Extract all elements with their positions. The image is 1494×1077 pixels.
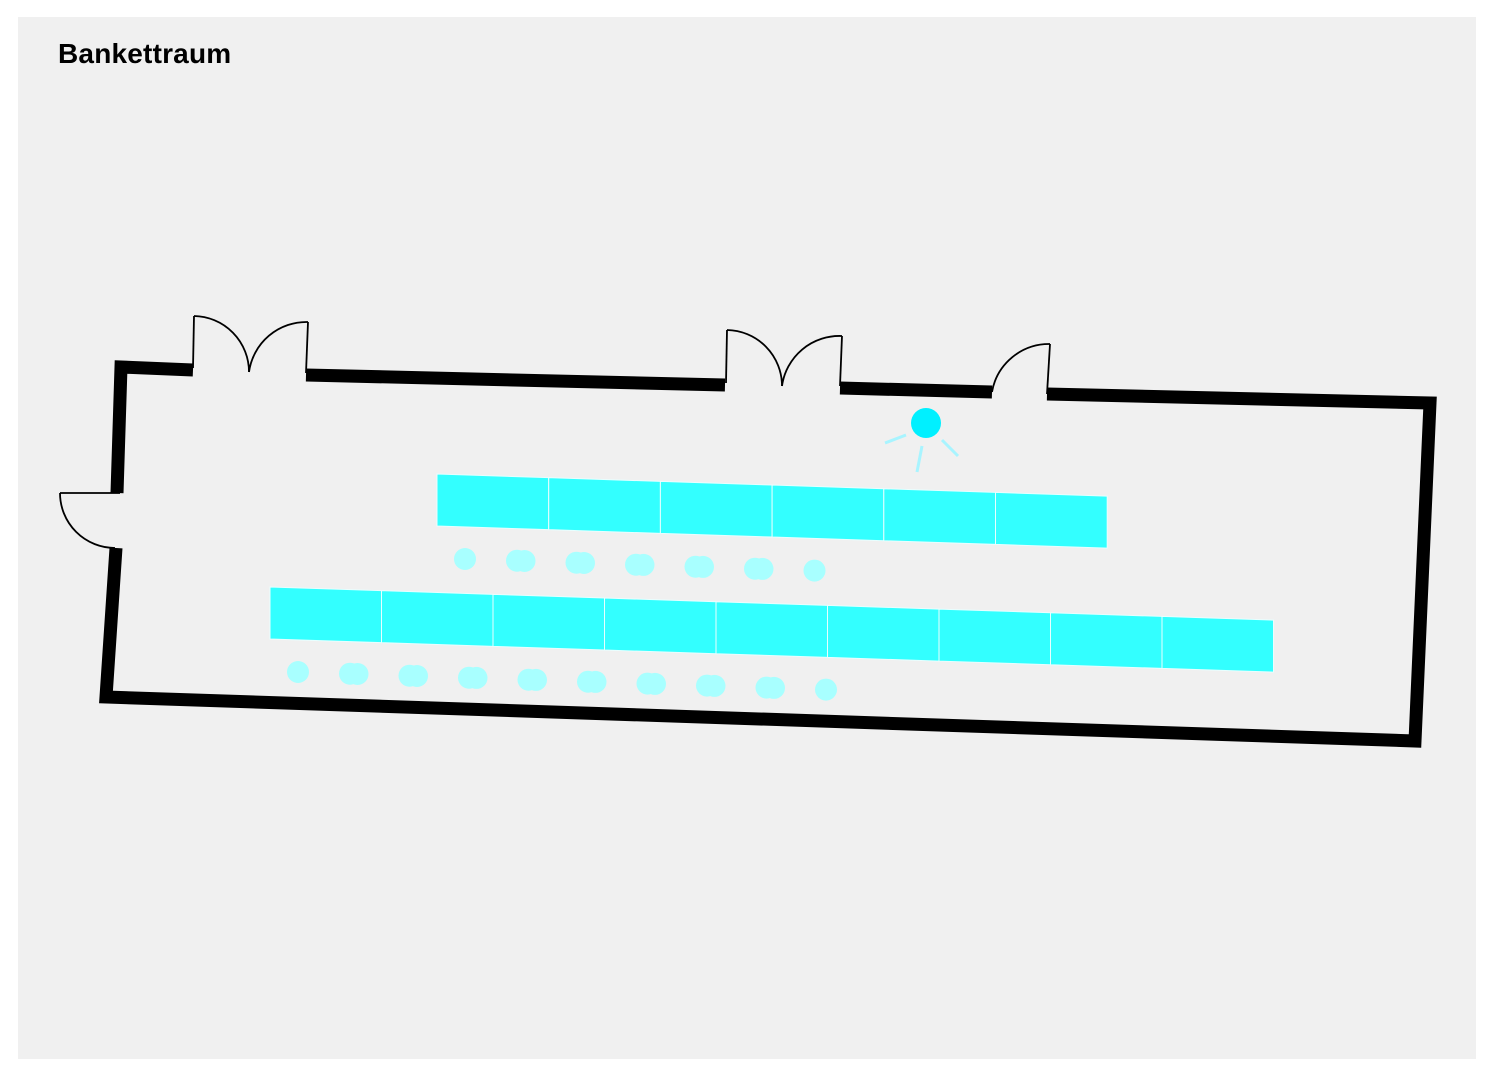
door-swing-arc <box>59 492 116 549</box>
table-segment[interactable] <box>883 488 996 545</box>
table-segment[interactable] <box>548 477 661 534</box>
chair[interactable] <box>632 553 655 576</box>
chair[interactable] <box>763 676 785 699</box>
room-title: Bankettraum <box>58 38 232 69</box>
speaker-dot <box>911 408 941 438</box>
doors <box>59 315 1051 549</box>
table-segment[interactable] <box>436 473 550 531</box>
table-segment[interactable] <box>1161 615 1274 673</box>
chair[interactable] <box>406 665 428 687</box>
speaker-ray <box>915 445 924 473</box>
table-segment[interactable] <box>604 597 717 655</box>
table-segment[interactable] <box>659 480 773 538</box>
chair[interactable] <box>287 661 309 683</box>
table-segment[interactable] <box>771 484 885 542</box>
table-segment[interactable] <box>492 593 605 651</box>
door-swing-arc-right <box>248 321 309 373</box>
door-leaf-right <box>839 335 843 387</box>
chair[interactable] <box>525 668 547 691</box>
table-segment[interactable] <box>827 604 940 662</box>
table-segment[interactable] <box>995 491 1108 549</box>
door-leaf-left <box>192 315 195 369</box>
banquet-tables <box>269 473 1274 673</box>
table-segment[interactable] <box>381 590 494 647</box>
left-wall-door[interactable] <box>59 492 120 549</box>
top-wall-double-door-1[interactable] <box>192 315 309 374</box>
floor-plan-panel <box>18 17 1476 1059</box>
speaker-ray <box>940 438 960 458</box>
door-leaf-right <box>305 321 309 374</box>
table-row-back <box>269 586 1274 673</box>
chair[interactable] <box>692 555 714 578</box>
table-segment[interactable] <box>269 586 382 644</box>
wall-segment-north-mid-1 <box>305 368 726 392</box>
wall-segment-west-lower <box>99 387 1437 748</box>
door-swing-arc-right <box>781 335 843 387</box>
door-swing-arc-left <box>193 315 250 373</box>
chair[interactable] <box>815 678 837 701</box>
chair[interactable] <box>573 552 595 574</box>
door-swing-arc-left <box>726 329 783 387</box>
chair[interactable] <box>803 559 826 582</box>
speaker-ray <box>884 433 907 445</box>
chair[interactable] <box>465 666 488 689</box>
chair[interactable] <box>644 672 666 695</box>
top-wall-single-door[interactable] <box>991 343 1051 395</box>
banquet-chairs <box>287 548 837 701</box>
chair[interactable] <box>751 557 774 580</box>
wall-segment-north-mid-2 <box>839 381 993 399</box>
table-segment[interactable] <box>938 608 1051 666</box>
chair[interactable] <box>346 663 369 685</box>
table-row-front-chairs <box>454 548 826 582</box>
chair[interactable] <box>584 670 607 693</box>
table-segment[interactable] <box>715 601 828 658</box>
door-swing-arc <box>991 343 1051 393</box>
chair[interactable] <box>454 548 476 570</box>
speaker-position <box>884 408 960 473</box>
table-segment[interactable] <box>1050 612 1163 669</box>
door-leaf <box>1046 343 1051 395</box>
chair[interactable] <box>513 550 536 572</box>
table-row-front <box>436 473 1108 549</box>
door-leaf-left <box>725 329 728 384</box>
wall-segment-north-left <box>110 360 194 494</box>
chair[interactable] <box>703 674 726 697</box>
room-walls <box>99 360 1437 748</box>
table-row-back-chairs <box>287 661 837 701</box>
top-wall-double-door-2[interactable] <box>725 329 843 387</box>
